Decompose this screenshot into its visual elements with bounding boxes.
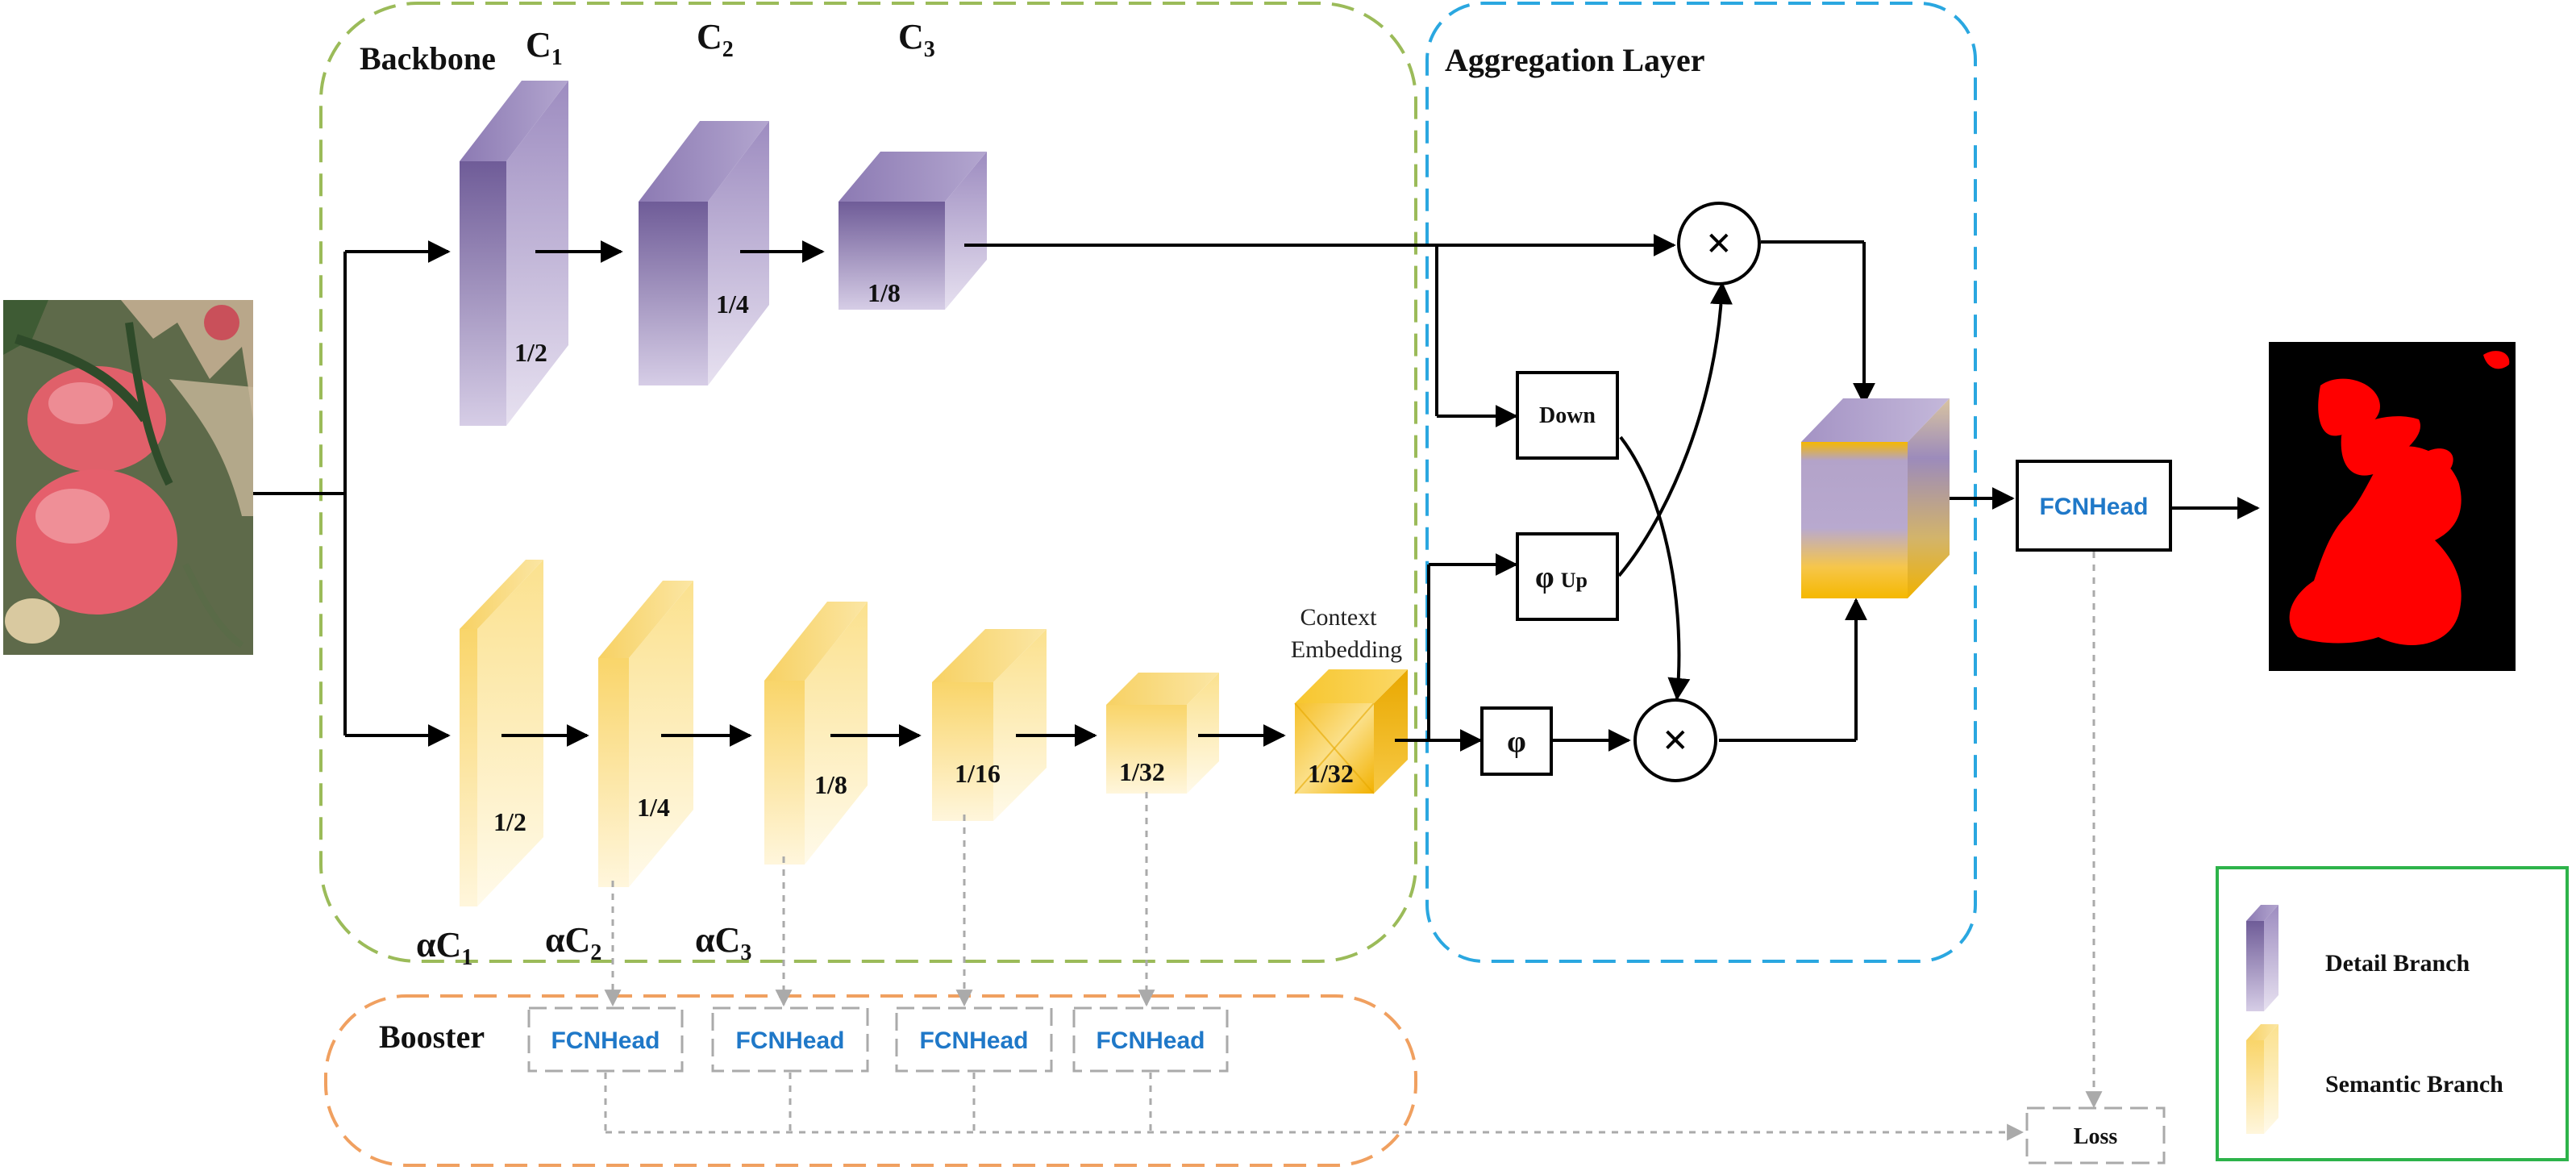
multiply-node-bottom: × — [1633, 698, 1717, 782]
booster-head-2: FCNHead — [711, 1006, 869, 1073]
legend-semantic-label: Semantic Branch — [2325, 1071, 2503, 1098]
detail-scale-1: 1/2 — [514, 338, 547, 367]
down-box: Down — [1516, 371, 1619, 460]
svg-text:Loss: Loss — [2074, 1124, 2118, 1149]
loss-box: Loss — [2025, 1106, 2166, 1165]
svg-text:φ: φ — [1507, 725, 1526, 759]
semantic-scale-2: 1/4 — [637, 793, 670, 822]
detail-scale-2: 1/4 — [716, 290, 749, 319]
output-mask — [2269, 342, 2516, 671]
context-scale: 1/32 — [1308, 759, 1354, 788]
legend-semantic-swatch — [2246, 1024, 2278, 1134]
backbone-frame — [319, 2, 1417, 963]
backbone-connectors — [253, 240, 1286, 747]
svg-text:FCNHead: FCNHead — [2039, 494, 2148, 520]
booster-frame — [324, 994, 1417, 1167]
semantic-scale-1: 1/2 — [493, 807, 526, 836]
booster-head-1: FCNHead — [527, 1006, 684, 1073]
svg-text:φUp: φUp — [1535, 560, 1588, 594]
booster-head-3: FCNHead — [895, 1006, 1053, 1073]
backbone-title: Backbone — [360, 40, 496, 77]
svg-text:×: × — [1663, 715, 1688, 765]
legend: Detail Branch Semantic Branch — [2216, 866, 2569, 1161]
detail-block-2 — [639, 121, 769, 385]
semantic-label-1: αC1 — [416, 925, 472, 970]
booster-title: Booster — [379, 1019, 485, 1055]
semantic-label-2: αC2 — [545, 920, 601, 965]
context-embedding-block — [1294, 669, 1408, 794]
aggregation-frame — [1425, 2, 1977, 963]
semantic-label-3: αC3 — [695, 920, 751, 965]
aggregation-connectors — [964, 234, 2260, 752]
detail-label-2: C2 — [697, 17, 734, 62]
context-label-line1: Context — [1300, 604, 1378, 631]
detail-label-1: C1 — [526, 25, 563, 70]
phi-box: φ — [1480, 706, 1553, 776]
svg-text:FCNHead: FCNHead — [919, 1027, 1028, 1054]
detail-block-3 — [839, 152, 987, 310]
semantic-scale-5: 1/32 — [1119, 757, 1165, 786]
detail-scale-3: 1/8 — [868, 278, 901, 307]
input-image — [3, 300, 253, 655]
multiply-node-top: × — [1677, 202, 1761, 285]
booster-drops — [604, 552, 2103, 1109]
svg-text:Down: Down — [1539, 403, 1596, 428]
detail-block-1 — [460, 81, 568, 426]
svg-text:FCNHead: FCNHead — [551, 1027, 660, 1054]
semantic-scale-4: 1/16 — [955, 759, 1001, 788]
svg-text:×: × — [1706, 219, 1732, 269]
semantic-block-1 — [460, 560, 543, 906]
legend-detail-label: Detail Branch — [2325, 950, 2470, 977]
semantic-block-4 — [932, 629, 1047, 821]
detail-label-3: C3 — [898, 17, 935, 62]
fused-feature-block — [1801, 398, 1950, 598]
booster-to-loss-lines — [604, 1073, 2025, 1141]
semantic-scale-3: 1/8 — [814, 770, 847, 799]
aggregation-title: Aggregation Layer — [1445, 42, 1705, 78]
svg-text:FCNHead: FCNHead — [1096, 1027, 1205, 1054]
semantic-block-2 — [598, 581, 693, 887]
booster-head-4: FCNHead — [1072, 1006, 1229, 1073]
svg-text:FCNHead: FCNHead — [735, 1027, 844, 1054]
legend-detail-swatch — [2246, 905, 2278, 1011]
semantic-block-3 — [764, 602, 868, 865]
fcn-head-main: FCNHead — [2016, 460, 2172, 552]
semantic-block-5 — [1106, 673, 1219, 794]
context-label-line2: Embedding — [1291, 636, 1402, 663]
